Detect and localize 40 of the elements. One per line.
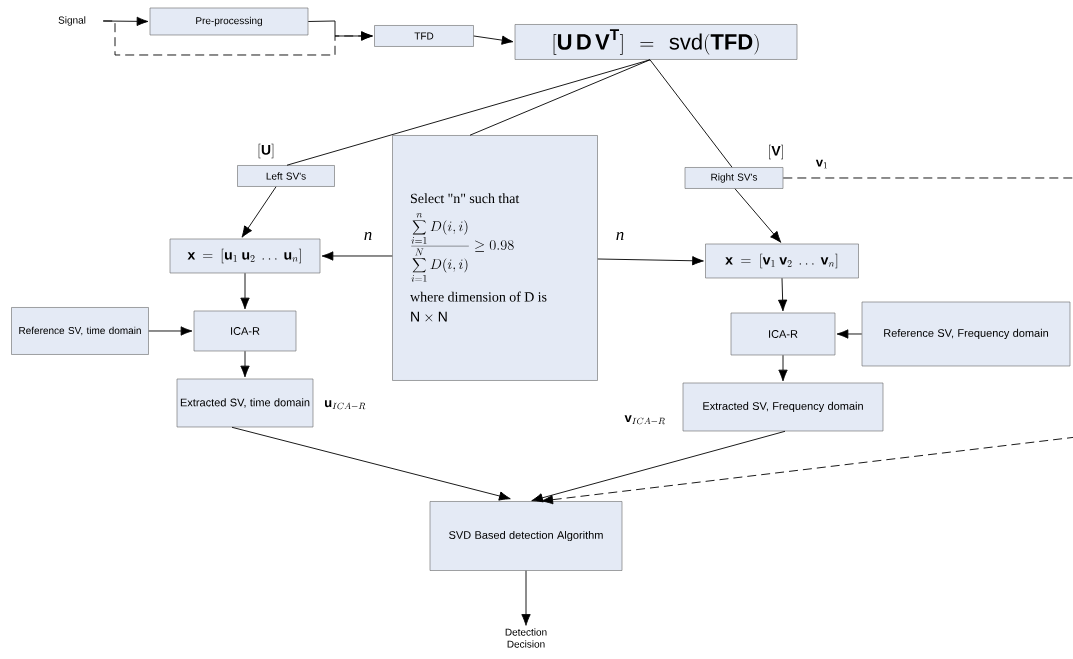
process-box: SVD Based detection Algorithm	[429, 501, 623, 571]
arrow	[778, 277, 788, 312]
arrow	[148, 326, 193, 336]
arrow	[241, 186, 277, 238]
process-box: TFD	[374, 25, 474, 47]
process-box: Reference SV, Frequency domain	[861, 301, 1071, 367]
process-box: Extracted SV, time domain	[176, 378, 314, 428]
math-label: $[\mathbf{V}]$	[769, 144, 783, 160]
process-box: $[\mathbf{U\ D\ V}^{\mathbf{T}}] = \mathrm{svd}(\mathbf{TFD})$	[514, 24, 798, 60]
arrow	[531, 430, 786, 503]
arrow	[231, 426, 511, 501]
arrow	[321, 251, 393, 261]
arrow	[597, 256, 704, 266]
process-box: Right SV's	[684, 167, 784, 189]
arrow	[836, 329, 863, 339]
process-box: Reference SV, time domain	[11, 307, 149, 355]
process-box: Extracted SV, Frequency domain	[682, 382, 884, 432]
edge-label: $\mathbf{v}_1$	[814, 158, 830, 170]
arrow	[473, 35, 514, 45]
arrow	[102, 20, 373, 56]
math-label: $\mathbf{u}_{ICA-R}$	[325, 400, 366, 410]
text-label: Detection Decision	[505, 628, 547, 648]
process-box: ICA-R	[193, 310, 297, 352]
edge-label: n	[362, 231, 374, 241]
process-box: $\mathbf{x} = [\mathbf{v}_1\ \mathbf{v}_2\ \ldots\ \mathbf{v}_n]$	[705, 243, 859, 279]
math-label: $\mathbf{v}_{ICA-R}$	[624, 415, 665, 425]
text-label: Signal	[58, 16, 86, 26]
arrow	[778, 354, 788, 382]
process-box: Left SV's	[237, 165, 335, 187]
arrow	[521, 570, 531, 626]
math-label: $[\mathbf{U}]$	[258, 143, 274, 159]
process-box: ICA-R	[730, 312, 836, 356]
edge-label: n	[614, 231, 626, 241]
arrow	[240, 350, 250, 378]
arrow	[541, 177, 1073, 505]
process-box: Pre-processing	[149, 7, 309, 36]
arrow	[240, 272, 250, 310]
selection-box: Select "n" such that $\frac{\displaystyle\sum_{i=1}^{n} D(i,i)}{\displaystyle\sum_{i=1}^{N} D(i,i)} \geq 0.98$ where dimension of D is $\mathrm{N} \times \mathrm{N}$	[392, 135, 598, 381]
process-box: $\mathbf{x} = [\mathbf{u}_1\ \mathbf{u}_2\ \ldots\ \mathbf{u}_n]$	[169, 238, 321, 274]
arrow	[734, 188, 782, 243]
